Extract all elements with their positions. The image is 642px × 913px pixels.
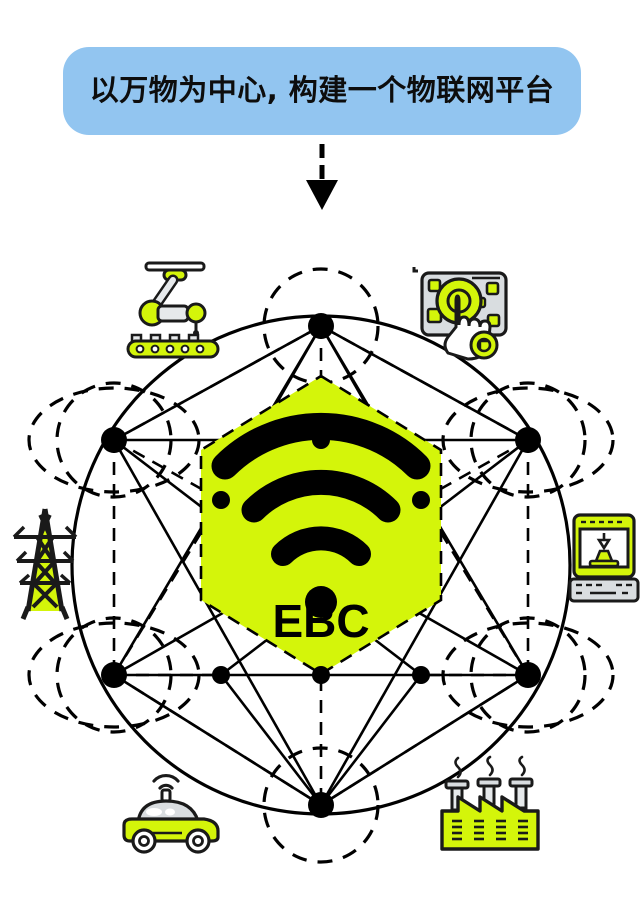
wifi-arc-inner [271,526,371,566]
inner-node-group[interactable] [212,431,430,684]
connected-car-icon [122,774,220,854]
headline-banner: 以万物为中心, 构建一个物联网平台 [63,47,581,135]
inner-node-bottom[interactable] [312,666,330,684]
link-bottom-ul [112,439,323,806]
outer-node-upper-right[interactable] [515,427,541,453]
link-bottom-ill [219,674,323,806]
wifi-icon [211,412,431,618]
power-pylon-icon [12,508,78,620]
computer-workstation-icon [568,513,640,603]
outer-node-lower-right[interactable] [515,662,541,688]
link-bottom-ilr [319,674,423,806]
center-hexagon-outline [199,374,443,676]
inner-node-lower-left[interactable] [212,666,230,684]
arrow-head [306,180,338,210]
touch-panel-icon [412,267,508,361]
robotic-arm-icon [126,261,220,359]
wifi-arc-outer [211,412,431,480]
outer-node-bottom[interactable] [308,792,334,818]
outer-node-upper-left[interactable] [101,427,127,453]
inner-node-upper-right[interactable] [412,491,430,509]
wifi-arc-middle [241,469,401,523]
factory-icon [440,755,540,851]
center-label-ebc: EBC [272,595,369,647]
inner-node-lower-right[interactable] [412,666,430,684]
dlink-lr-iur [419,499,530,676]
dlink-ul-top [113,324,322,442]
dlink-ll-bottom [113,673,322,807]
dashed-down-arrow [296,142,348,214]
dashed-link-group [112,324,530,807]
inner-node-top[interactable] [312,431,330,449]
link-bottom-ur [319,439,530,806]
dlink-ll-iul [112,499,223,676]
dashed-down-arrow-svg [306,144,338,210]
outer-node-top[interactable] [308,313,334,339]
inner-node-upper-left[interactable] [212,491,230,509]
dlink-lr-bottom [320,673,529,807]
dlink-ur-top [320,324,529,442]
wifi-dot [305,586,337,618]
outer-node-lower-left[interactable] [101,662,127,688]
iot-platform-network-diagram: EBC [12,261,640,864]
outer-node-group[interactable] [101,313,541,818]
headline-banner-text: 以万物为中心, 构建一个物联网平台 [89,73,555,108]
